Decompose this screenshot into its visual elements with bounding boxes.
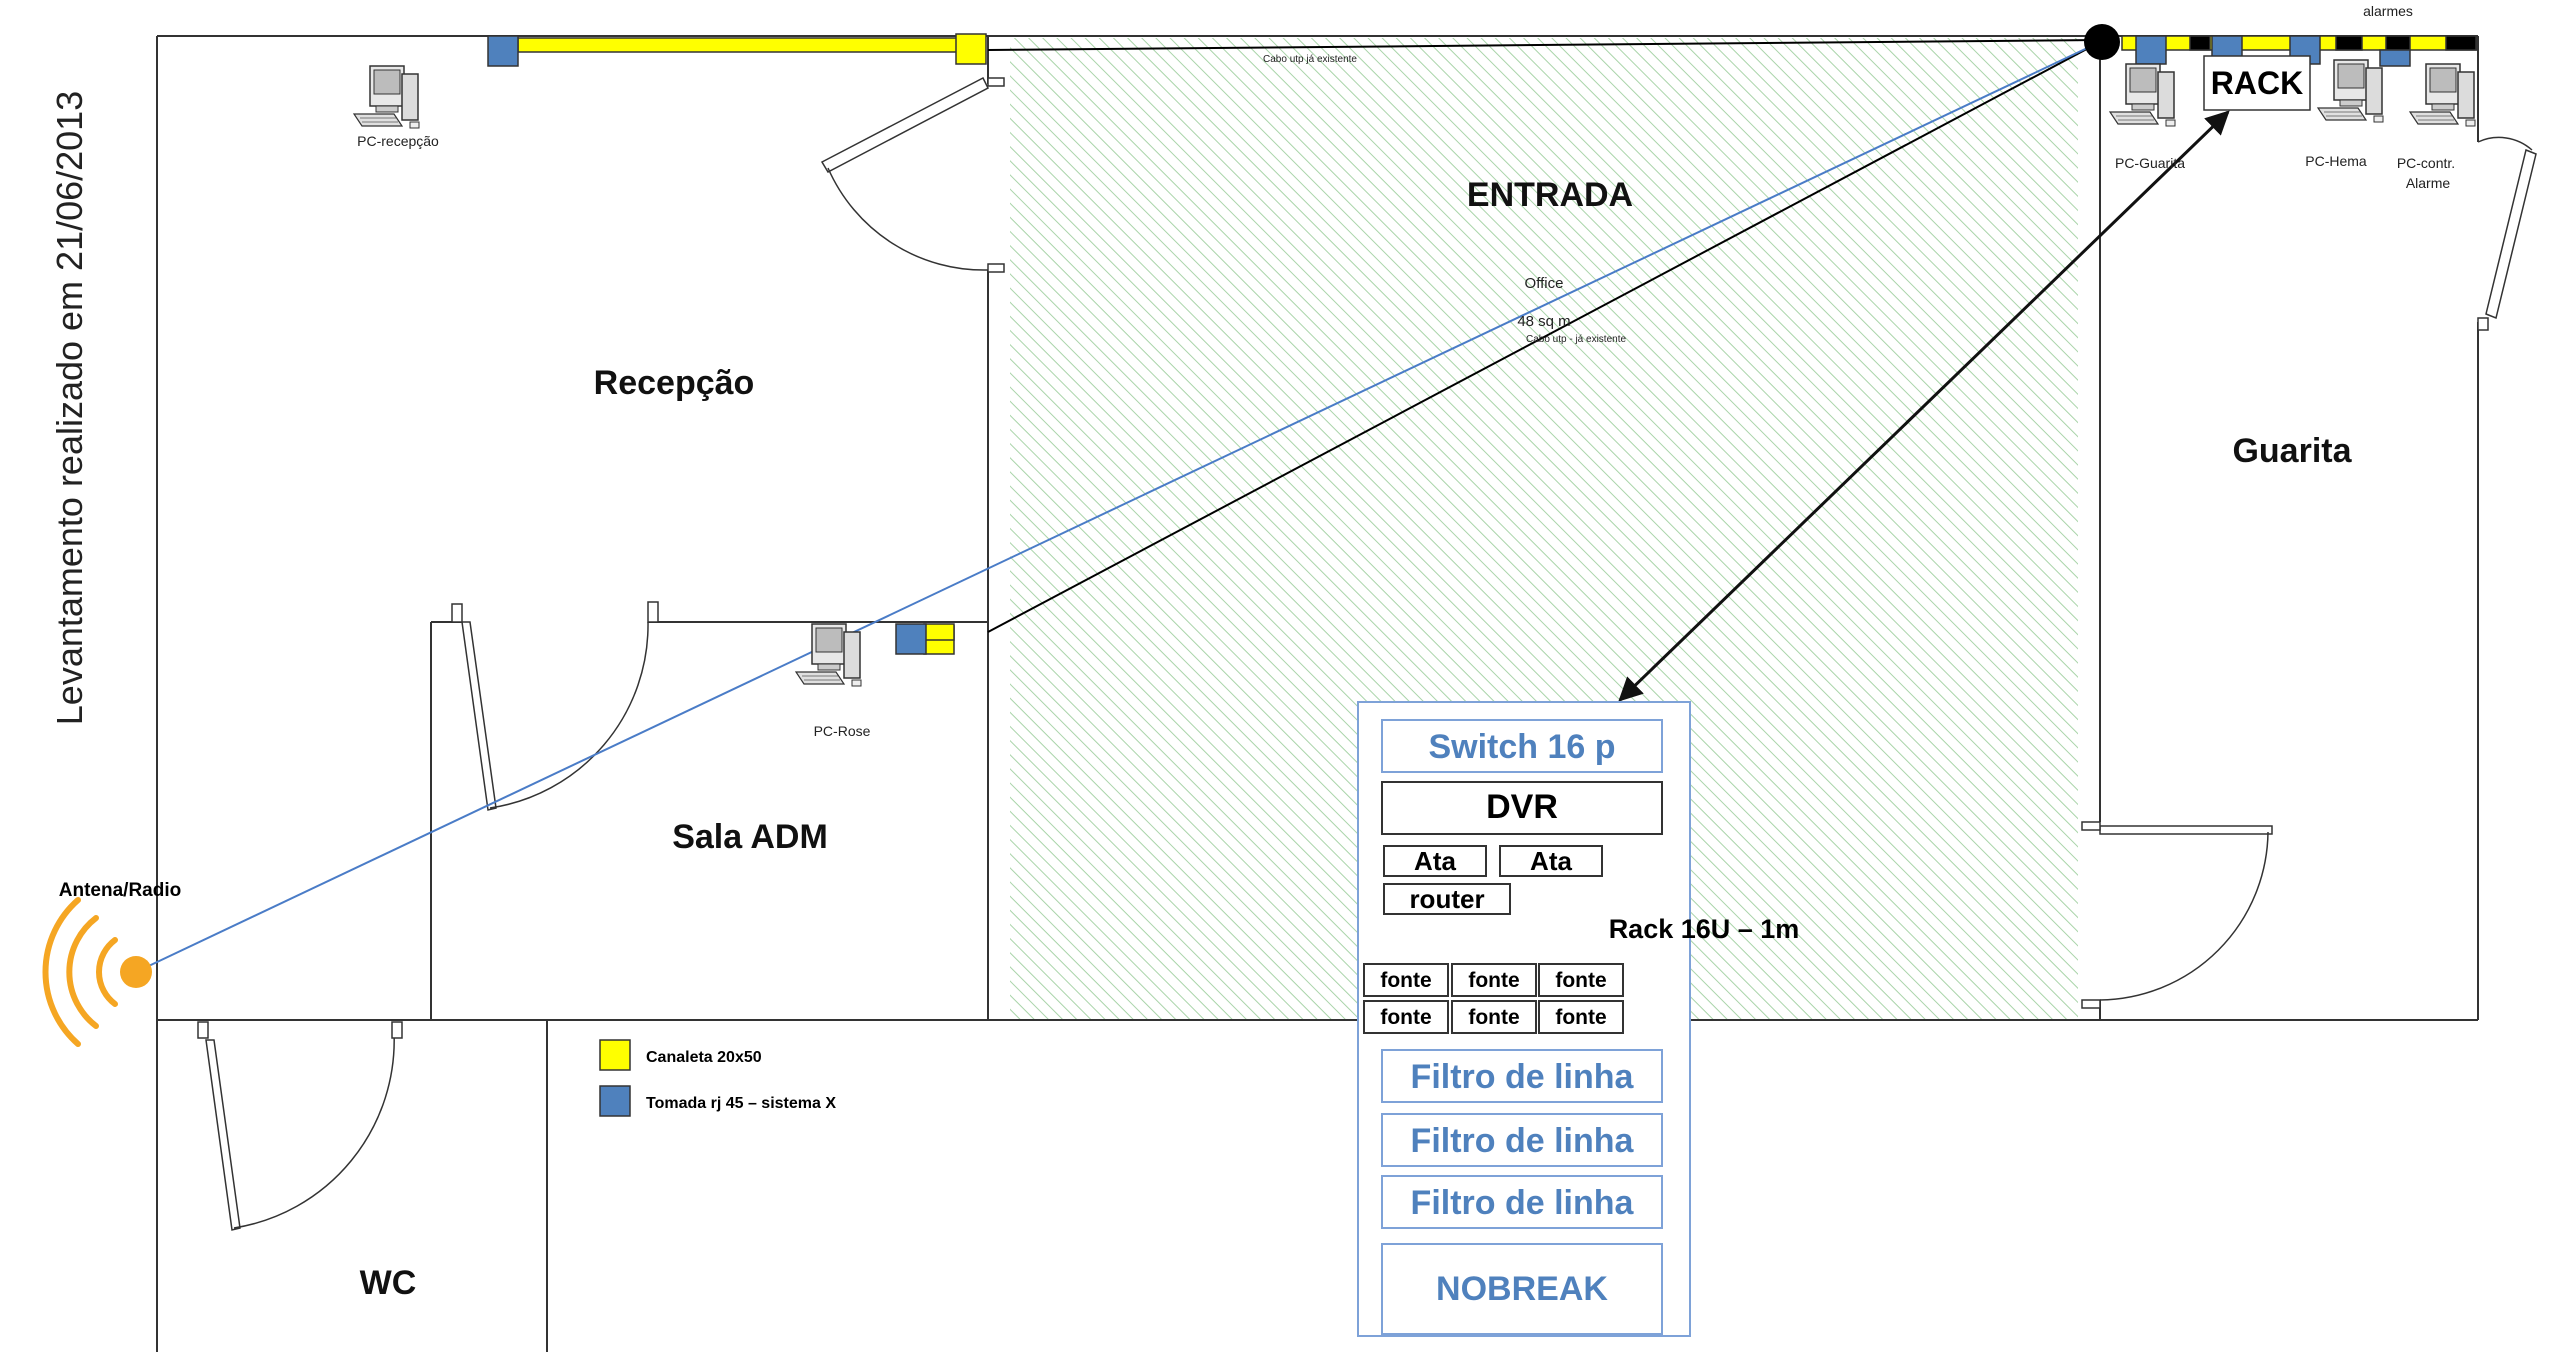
legend-tomada-swatch [599,1085,631,1117]
pc-label-guarita: PC-Guarita [2115,155,2185,171]
pc-label-alarme-1: PC-contr. [2397,155,2455,171]
cables [135,39,2230,973]
rack-filtro: Filtro de linha [1411,1058,1635,1096]
pc-icon [2109,63,2176,127]
pc-icon [353,65,420,129]
room-label-wc: WC [360,1264,417,1302]
survey-date-title: Levantamento realizado em 21/06/2013 [49,91,90,725]
rack-dvr: DVR [1486,788,1558,826]
rack-router: router [1409,884,1484,914]
room-label-guarita: Guarita [2232,432,2352,470]
office-name: Office [1525,275,1564,292]
room-label-sala-adm: Sala ADM [672,818,828,856]
doors [197,76,2537,1231]
cable-note-diagonal: Cabo utp - já existente [1526,334,1626,345]
pc-icon [2409,63,2476,127]
rack-filtro: Filtro de linha [1411,1184,1635,1222]
room-label-recepcao: Recepção [594,364,755,402]
rack-fonte: fonte [1468,969,1519,992]
rack-switch: Switch 16 p [1428,728,1615,766]
rack-ata-2: Ata [1530,846,1572,876]
legend-canaleta-swatch [599,1039,631,1071]
pc-label-recepcao: PC-recepção [357,133,439,149]
cable-note-top: Cabo utp já existente [1263,54,1357,65]
rack-box [2203,55,2311,111]
antenna-icon [42,897,118,1047]
rack-label: RACK [2211,65,2303,101]
antenna-label: Antena/Radio [59,880,181,901]
rack-panel [1357,701,1691,1337]
alarmes-label: alarmes [2363,3,2413,19]
antenna-dot [120,956,152,988]
rack-ata-1: Ata [1414,846,1456,876]
rack-fonte: fonte [1380,969,1431,992]
legend-canaleta-label: Canaleta 20x50 [646,1049,762,1066]
rack-fonte: fonte [1555,969,1606,992]
legend-tomada-label: Tomada rj 45 – sistema X [646,1095,836,1112]
pc-label-rose: PC-Rose [814,723,871,739]
office-area-label: 48 sq m [1517,313,1570,330]
rack-nobreak: NOBREAK [1436,1270,1608,1308]
room-label-entrada: ENTRADA [1467,176,1633,214]
rack-fonte: fonte [1380,1006,1431,1029]
pc-label-alarme-2: Alarme [2406,175,2451,191]
cable-hub [2084,24,2120,60]
pc-label-hema: PC-Hema [2305,153,2367,169]
rack-fonte: fonte [1555,1006,1606,1029]
rack-filtro: Filtro de linha [1411,1122,1635,1160]
pc-icon [2317,59,2384,123]
rack-title: Rack 16U – 1m [1609,914,1800,944]
rack-fonte: fonte [1468,1006,1519,1029]
